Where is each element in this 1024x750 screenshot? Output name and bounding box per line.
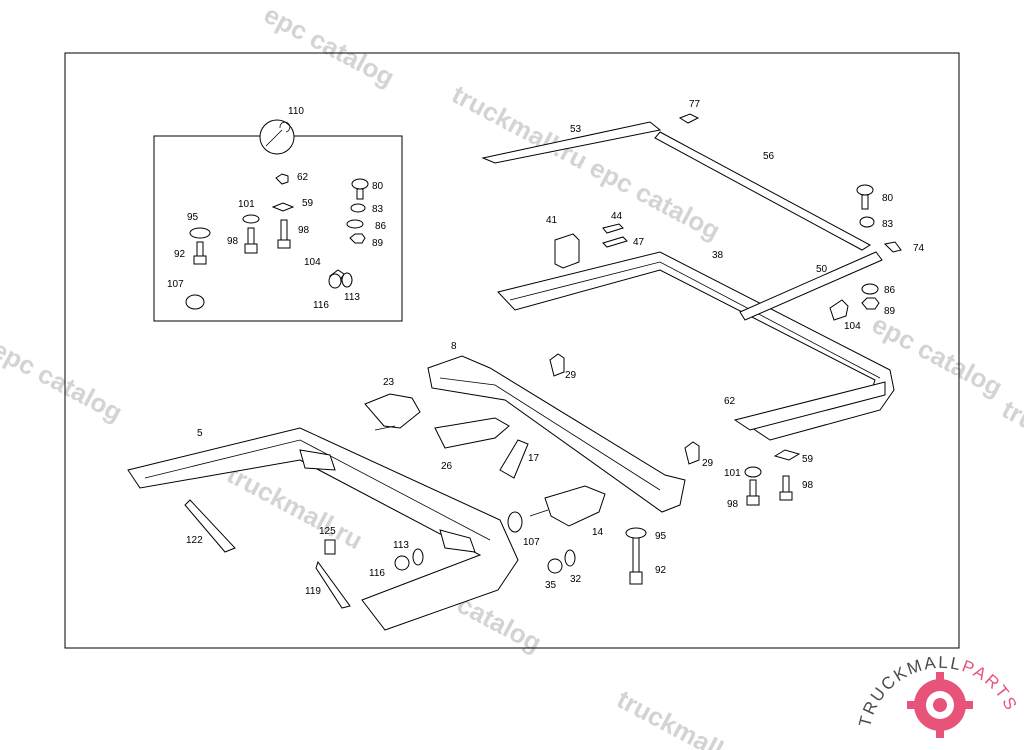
callout-label: 98	[727, 499, 739, 510]
callout-label: 113	[344, 292, 360, 303]
callout-label: 104	[844, 321, 861, 332]
callout-label: 110	[288, 106, 304, 117]
callout-label: 107	[167, 279, 184, 290]
watermark-text: truckmall.ru	[997, 394, 1024, 490]
callout-label: 92	[174, 249, 186, 260]
callout-label: 26	[441, 461, 453, 472]
wrench-icon	[259, 119, 295, 155]
callout-label: 104	[304, 257, 321, 268]
callout-label: 29	[565, 370, 577, 381]
callout-label: 95	[655, 531, 667, 542]
callout-label: 80	[882, 193, 894, 204]
watermark-text: epc catalog	[0, 334, 128, 428]
callout-label: 98	[298, 225, 310, 236]
callout-label: 35	[545, 580, 557, 591]
callout-label: 17	[528, 453, 540, 464]
callout-label: 38	[712, 250, 724, 261]
callout-label: 23	[383, 377, 395, 388]
callout-label: 122	[186, 535, 203, 546]
callout-label: 107	[523, 537, 540, 548]
callout-label: 125	[319, 526, 336, 537]
callout-label: 8	[451, 341, 457, 352]
callout-label: 89	[372, 238, 384, 249]
callout-label: 92	[655, 565, 667, 576]
callout-label: 83	[882, 219, 894, 230]
callout-label: 32	[570, 574, 582, 585]
kit-parts	[185, 173, 369, 310]
callout-label: 80	[372, 181, 384, 192]
callout-label: 98	[802, 480, 814, 491]
callout-label: 62	[297, 172, 309, 183]
callout-label: 83	[372, 204, 384, 215]
callout-label: 116	[369, 568, 385, 579]
rear-bumper-assembly	[481, 113, 902, 441]
callout-label: 5	[197, 428, 203, 439]
callout-label: 77	[689, 99, 701, 110]
callout-label: 86	[884, 285, 896, 296]
callout-label: 47	[633, 237, 645, 248]
callout-label: 56	[763, 151, 775, 162]
gear-icon	[907, 672, 973, 738]
callout-label: 50	[816, 264, 828, 275]
callout-label: 74	[913, 243, 925, 254]
callout-label: 14	[592, 527, 604, 538]
callout-label: 116	[313, 300, 329, 311]
callout-label: 86	[375, 221, 387, 232]
watermark-text: epc catalog	[259, 0, 399, 92]
callout-label: 59	[302, 198, 314, 209]
callout-label: 101	[238, 199, 255, 210]
callout-label: 41	[546, 215, 558, 226]
callout-label: 53	[570, 124, 582, 135]
callout-label: 95	[187, 212, 199, 223]
callout-label: 113	[393, 540, 409, 551]
front-bumper-assembly	[127, 427, 519, 631]
kit-box	[153, 135, 403, 322]
middle-bumper-assembly	[364, 353, 801, 585]
diagram-frame	[64, 52, 960, 649]
callout-label: 62	[724, 396, 736, 407]
callout-label: 29	[702, 458, 714, 469]
callout-labels: 110 62 101 59 95 80 83 86 89 98 98 92 10…	[167, 99, 925, 597]
callout-label: 119	[305, 586, 321, 597]
callout-label: 101	[724, 468, 741, 479]
callout-label: 89	[884, 306, 896, 317]
watermark-text: truckmall.ru epc catalog	[447, 79, 725, 246]
callout-label: 44	[611, 211, 623, 222]
watermark-text: truckmall.ru	[612, 684, 757, 750]
brand-logo: TRUCKMALLPARTS	[855, 653, 1019, 738]
callout-label: 59	[802, 454, 814, 465]
callout-label: 98	[227, 236, 239, 247]
